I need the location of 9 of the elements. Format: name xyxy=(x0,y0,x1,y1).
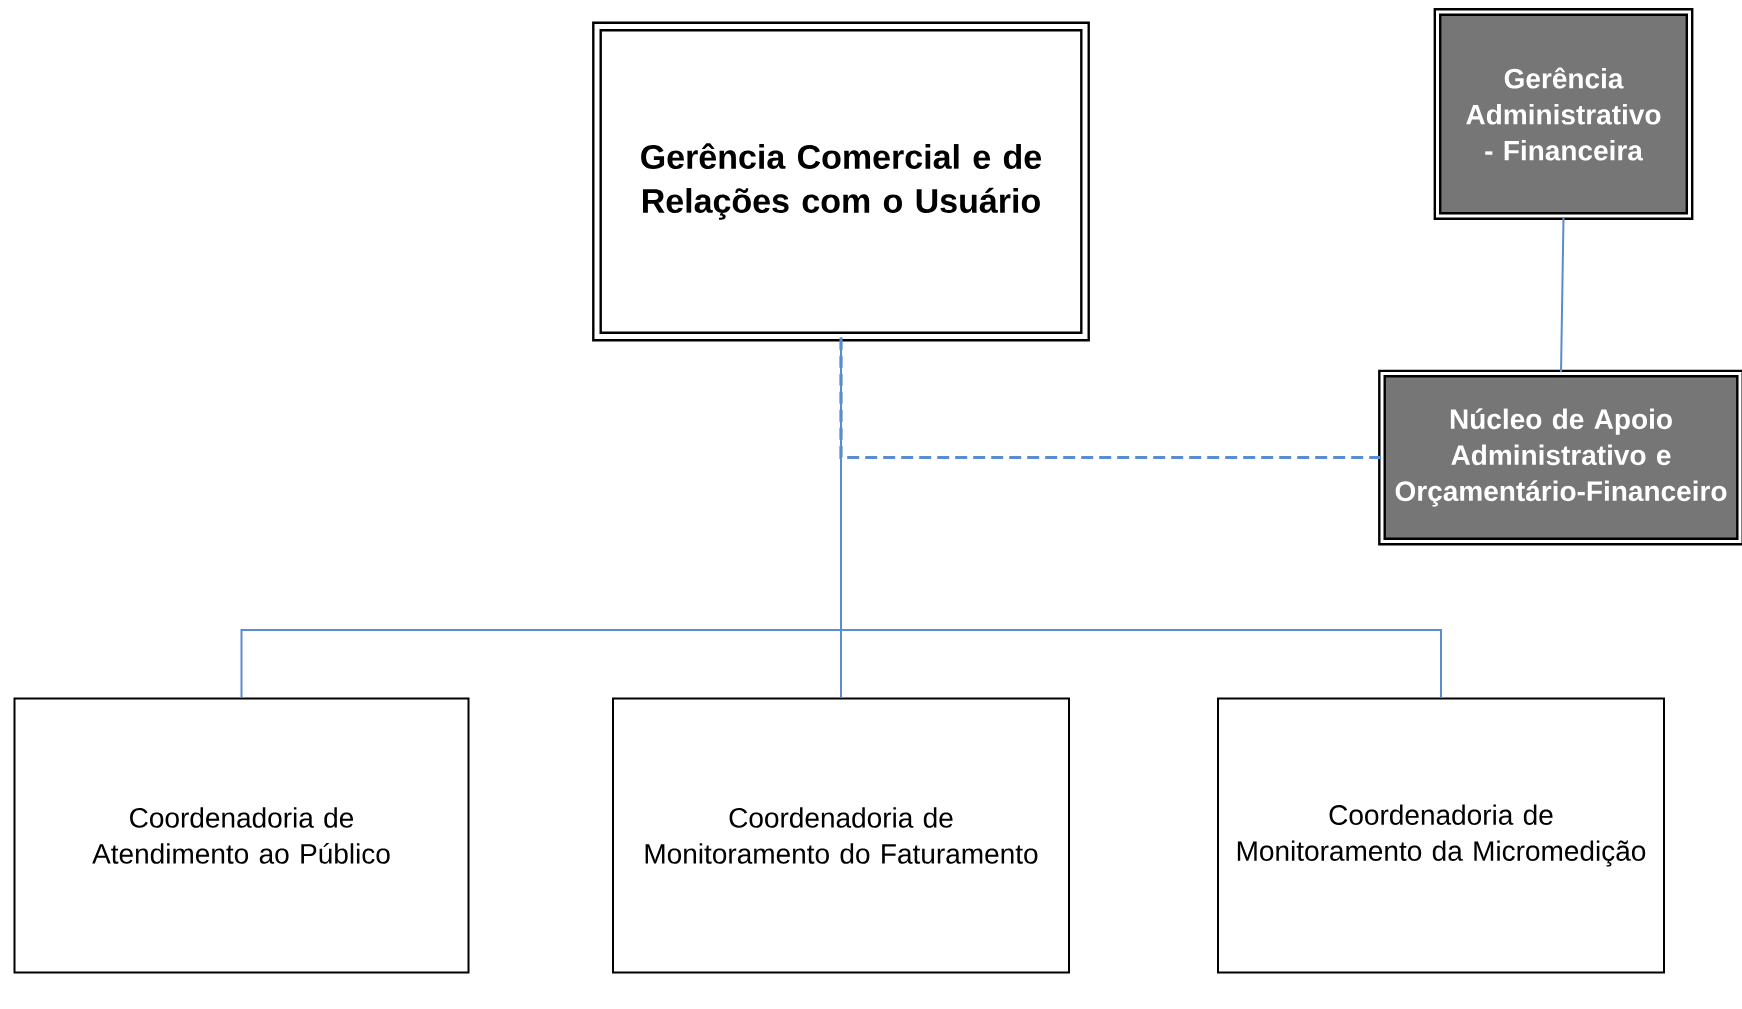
department-box: Gerência Administrativo - Financeira xyxy=(1433,8,1694,220)
unit-box: Coordenadoria de Atendimento ao Público xyxy=(13,697,470,974)
connector-line xyxy=(839,337,1381,460)
connector-line xyxy=(840,336,1442,699)
unit-box: Coordenadoria de Monitoramento da Micromedição xyxy=(1217,697,1665,974)
unit-box: Coordenadoria de Monitoramento do Faturamento xyxy=(612,697,1070,974)
connector-line xyxy=(1560,216,1565,374)
department-box: Núcleo de Apoio Administrativo e Orçamentário-Financeiro xyxy=(1378,369,1742,546)
manager-box: Gerência Comercial e de Relações com o Usuário xyxy=(592,21,1090,342)
